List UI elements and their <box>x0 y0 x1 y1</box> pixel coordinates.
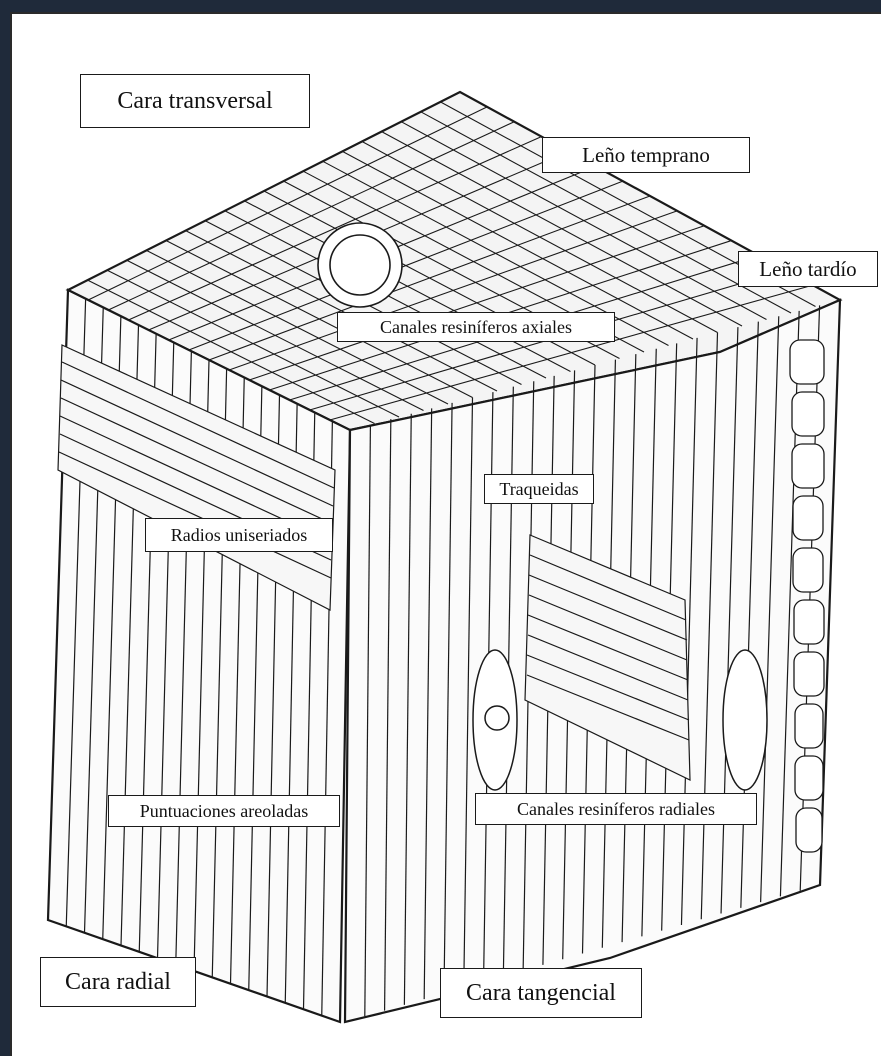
label-radios-uniseriados: Radios uniseriados <box>145 518 333 552</box>
label-cara-tangencial: Cara tangencial <box>440 968 642 1018</box>
label-leno-tardio: Leño tardío <box>738 251 878 287</box>
axial-resin-canal <box>318 223 402 307</box>
label-canales-axiales: Canales resiníferos axiales <box>337 312 615 342</box>
label-puntuaciones-areoladas: Puntuaciones areoladas <box>108 795 340 827</box>
label-cara-transversal: Cara transversal <box>80 74 310 128</box>
label-cara-radial: Cara radial <box>40 957 196 1007</box>
label-traqueidas: Traqueidas <box>484 474 594 504</box>
label-leno-temprano: Leño temprano <box>542 137 750 173</box>
label-canales-radiales: Canales resiníferos radiales <box>475 793 757 825</box>
